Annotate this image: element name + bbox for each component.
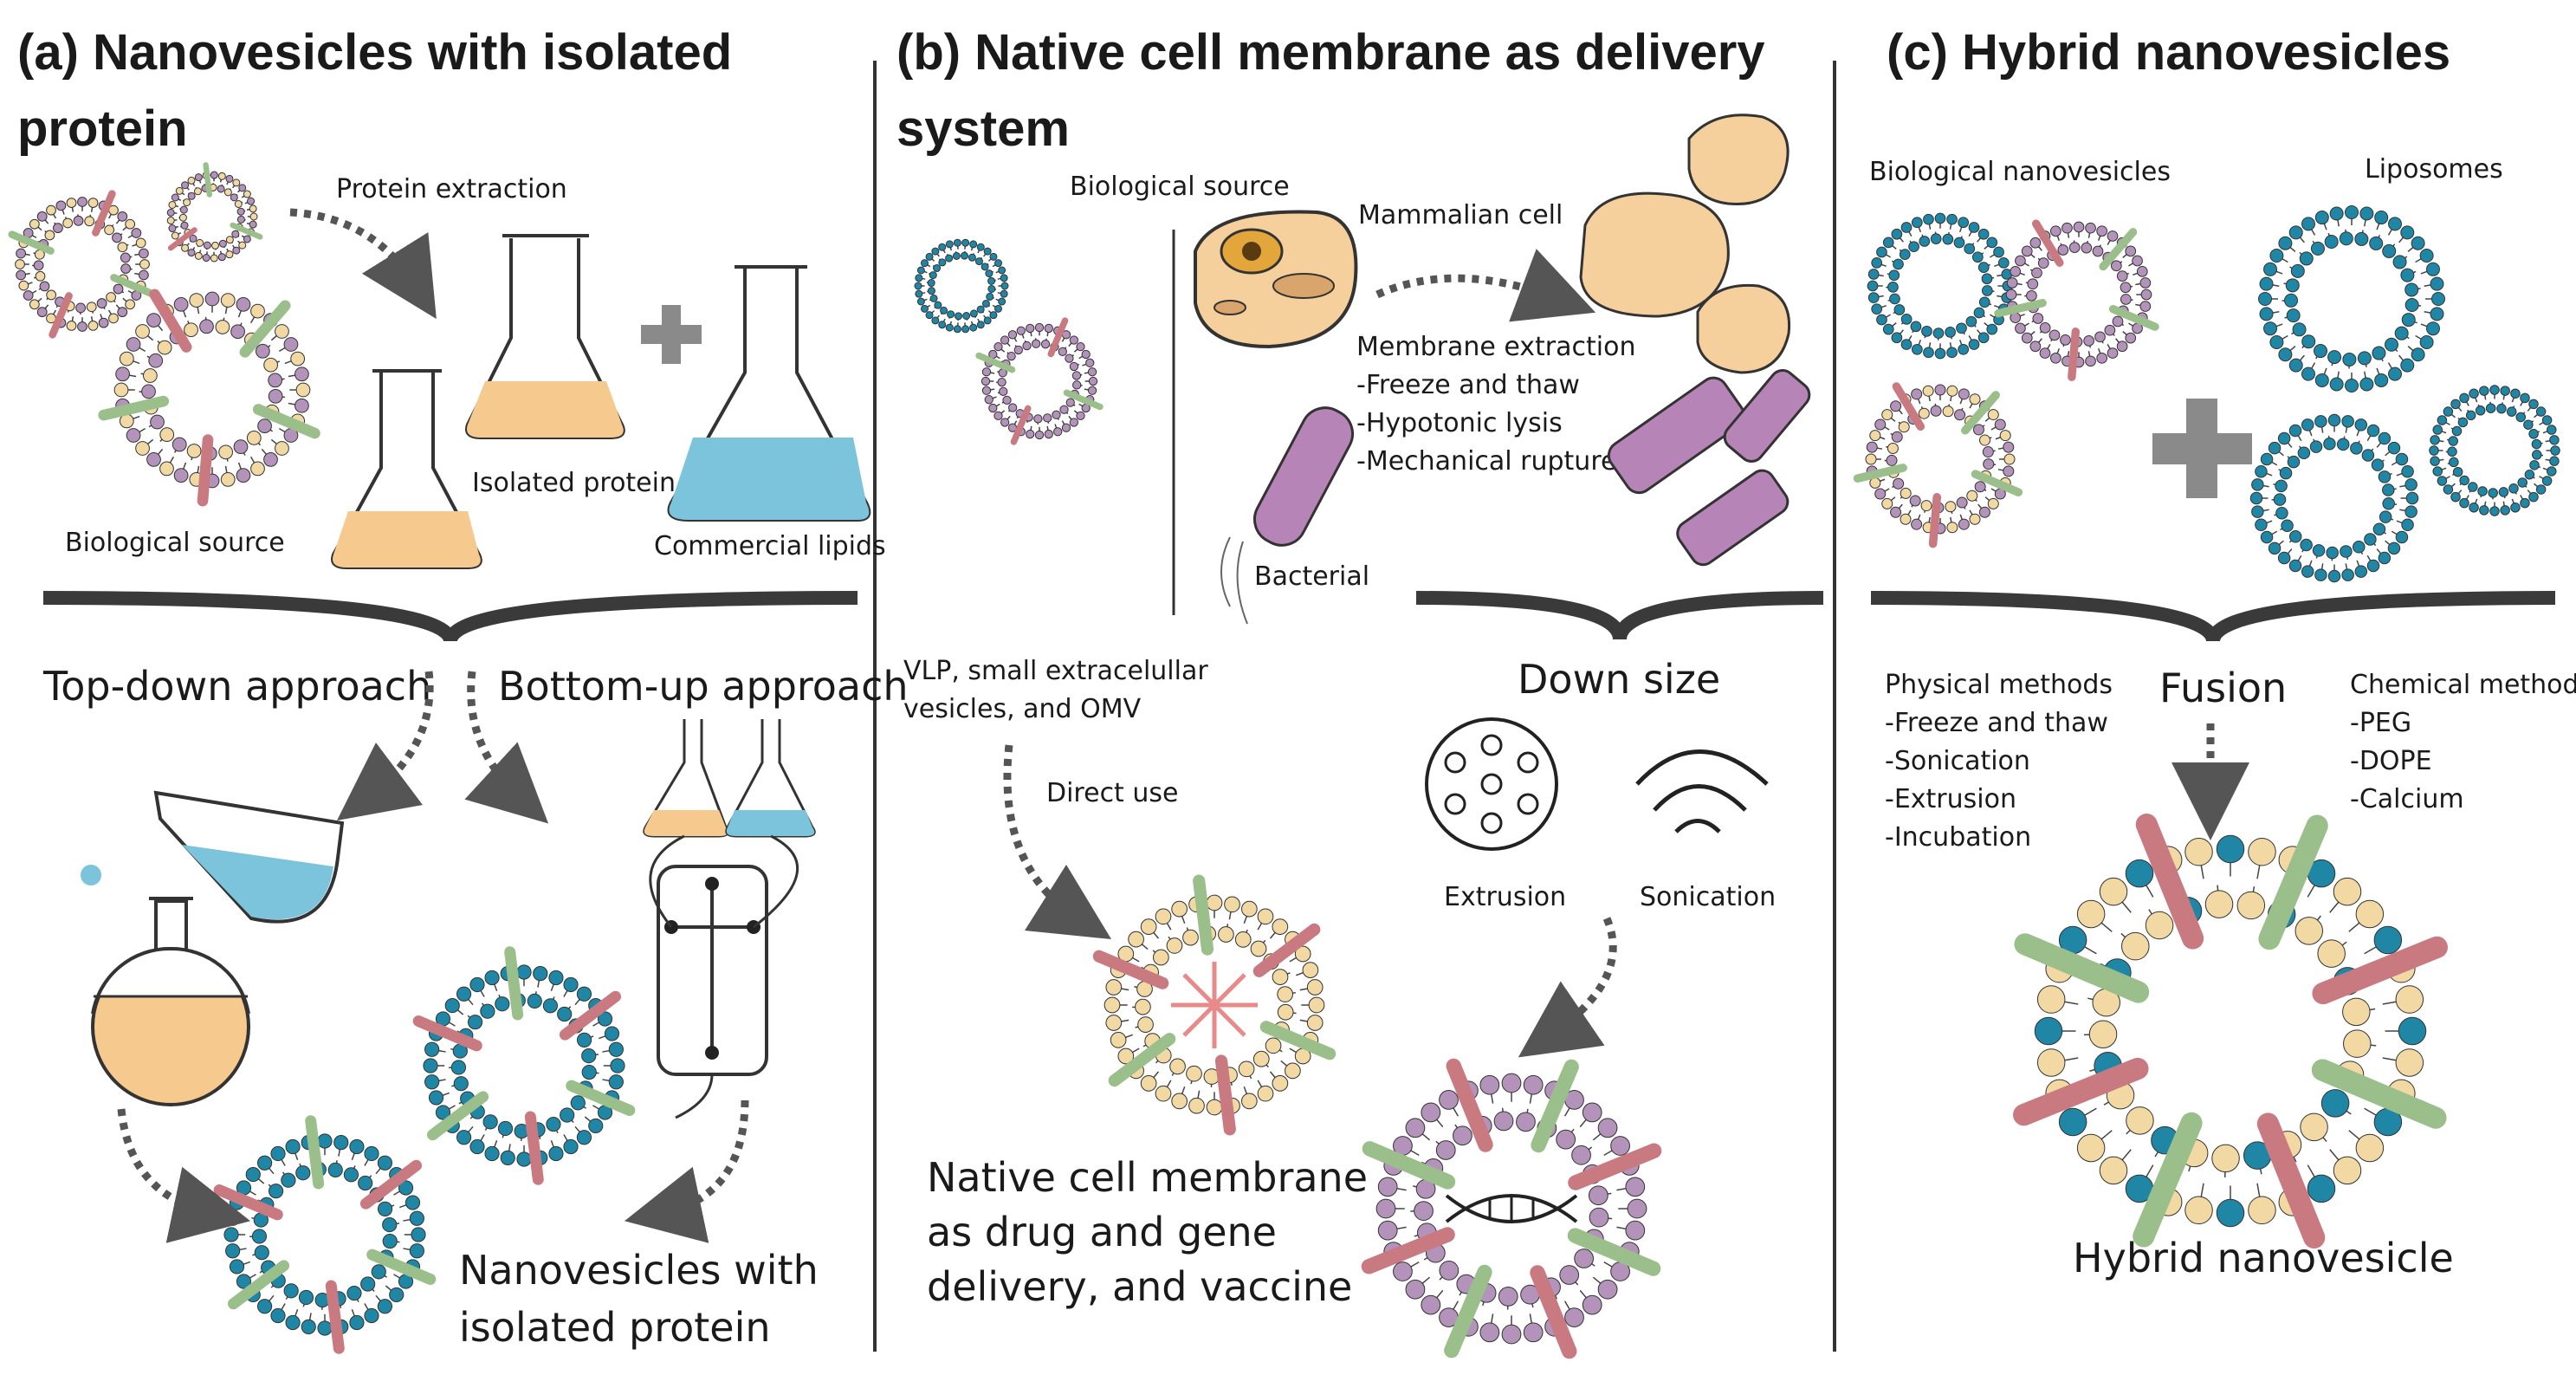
physical-method-4: -Incubation [1885, 822, 2031, 853]
physical-method-1: -Freeze and thaw [1885, 708, 2108, 738]
down-size-label: Down size [1518, 656, 1720, 703]
native-result-line2: as drug and gene [927, 1209, 1277, 1255]
bacteria-fragment-icon [1607, 376, 1745, 495]
bacteria-fragment-icon [1723, 369, 1811, 463]
isolated-protein-label: Isolated protein [472, 468, 676, 498]
mammalian-cell-label: Mammalian cell [1358, 200, 1563, 230]
brace-icon [1415, 591, 1824, 641]
method-freeze-thaw: -Freeze and thaw [1356, 370, 1580, 400]
chemical-method-1: -PEG [2350, 708, 2411, 738]
vesicle-icon [8, 190, 157, 339]
bacteria-fragment-icon [1676, 469, 1790, 567]
fusion-label: Fusion [2159, 665, 2287, 711]
plus-icon [641, 305, 702, 364]
vesicle-icon [2429, 385, 2560, 516]
liposomes-label: Liposomes [2365, 154, 2503, 185]
flask-icon [91, 897, 251, 1106]
dna-icon [1445, 1194, 1578, 1223]
membrane-extraction-label: Membrane extraction [1356, 332, 1635, 362]
membrane-fragment-icon [1696, 283, 1791, 374]
vesicle-icon [975, 317, 1104, 445]
bacteria-icon [1220, 406, 1355, 625]
physical-methods-title: Physical methods [1885, 670, 2113, 700]
physical-method-2: -Sonication [1885, 746, 2030, 776]
cargo-star-icon [1171, 962, 1258, 1048]
vesicle-icon [2258, 205, 2445, 392]
sonication-label: Sonication [1640, 882, 1776, 912]
vesicle-icon [213, 1115, 437, 1354]
vesicle-icon [2013, 814, 2448, 1249]
membrane-fragment-icon [1579, 191, 1730, 318]
flask-icon [465, 234, 625, 439]
arrow-protein-extraction [289, 208, 437, 320]
vesicle-icon [166, 162, 263, 263]
biological-source-b-label: Biological source [1070, 172, 1290, 202]
extrusion-label: Extrusion [1444, 882, 1566, 912]
vesicle-icon [98, 289, 320, 507]
plus-icon [2152, 399, 2252, 498]
arrow-right-down [624, 1099, 749, 1243]
arrow-bottom-up [464, 671, 549, 824]
flask-icon [331, 369, 482, 569]
arrow-down-size [1518, 917, 1617, 1058]
panel-a-title-line2: protein [17, 101, 188, 157]
native-result-line3: delivery, and vaccine [927, 1263, 1352, 1310]
panel-a: (a) Nanovesicles with isolated protein P… [8, 24, 909, 1354]
physical-method-3: -Extrusion [1885, 784, 2016, 814]
chemical-method-3: -Calcium [2350, 784, 2464, 814]
method-hypotonic-lysis: -Hypotonic lysis [1356, 408, 1563, 438]
vesicle-icon [1853, 382, 2023, 548]
vesicle-icon [1092, 874, 1337, 1136]
membrane-fragment-icon [1687, 114, 1790, 206]
vesicle-icon [2249, 413, 2419, 583]
arrow-top-down [337, 671, 434, 821]
vlp-label-line2: vesicles, and OMV [903, 694, 1142, 724]
vesicle-icon [1867, 212, 2014, 360]
panel-a-title-line1: (a) Nanovesicles with isolated [17, 24, 732, 81]
bottom-up-label: Bottom-up approach [498, 663, 909, 710]
vesicle-icon [914, 238, 1009, 334]
extrusion-icon [1425, 717, 1558, 851]
sonication-icon [1635, 749, 1769, 833]
arrow-left-down [117, 1108, 251, 1243]
arrow-membrane-extraction [1375, 249, 1596, 322]
panel-c-title: (c) Hybrid nanovesicles [1887, 24, 2450, 81]
chemical-methods-title: Chemical methods [2350, 670, 2576, 700]
panel-b-title-line2: system [896, 101, 1070, 157]
method-mechanical-rupture: -Mechanical rupture [1356, 446, 1616, 477]
top-down-label: Top-down approach [42, 663, 431, 710]
arrow-direct-use [1003, 744, 1112, 940]
hybrid-nanovesicle-label: Hybrid nanovesicle [2073, 1235, 2454, 1281]
panel-b: (b) Native cell membrane as delivery sys… [896, 24, 1824, 1359]
bacterial-label: Bacterial [1254, 561, 1369, 592]
biological-source-label: Biological source [65, 528, 285, 558]
vesicle-icon [1361, 1058, 1662, 1359]
biological-nanovesicles-label: Biological nanovesicles [1869, 157, 2171, 187]
chemical-method-2: -DOPE [2350, 746, 2432, 776]
flask-icon [81, 790, 345, 924]
panel-b-title-line1: (b) Native cell membrane as delivery [896, 24, 1765, 81]
vesicle-icon [1994, 219, 2159, 381]
commercial-lipids-label: Commercial lipids [654, 531, 886, 561]
brace-icon [42, 591, 858, 643]
protein-extraction-label: Protein extraction [336, 174, 567, 204]
cell-icon [1194, 210, 1358, 349]
flask-icon [667, 265, 871, 522]
brace-icon [1870, 591, 2556, 643]
vesicle-icon [412, 946, 636, 1185]
microfluidic-icon [643, 719, 816, 1119]
panel-c: (c) Hybrid nanovesicles Biological nanov… [1853, 24, 2576, 1281]
native-result-line1: Native cell membrane [927, 1154, 1368, 1201]
vlp-label-line1: VLP, small extracelullar [903, 656, 1208, 686]
nanovesicles-result-line1: Nanovesicles with [459, 1247, 819, 1294]
direct-use-label: Direct use [1046, 778, 1178, 808]
nanovesicles-result-line2: isolated protein [459, 1304, 771, 1351]
